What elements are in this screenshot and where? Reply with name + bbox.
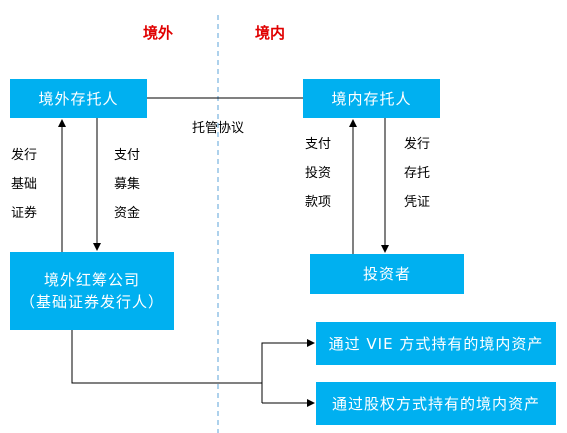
arrow-to-asset-vie [261,339,315,403]
region-label-offshore: 境外 [143,24,174,42]
custody-agreement-label: 托管协议 [192,121,245,136]
issue-receipts-line: 发行 [404,137,431,152]
pay-funds-line: 募集 [114,177,141,192]
issue-securities-line: 基础 [11,177,38,192]
red-chip-company-label: 境外红筹公司 [43,271,140,289]
pay-money-label: 支付 投资 款项 [305,130,331,217]
pay-money-line: 支付 [305,137,332,152]
red-chip-company-sublabel: （基础证券发行人） [19,293,164,311]
onshore-custodian-label: 境内存托人 [331,89,412,108]
pay-money-line: 投资 [305,166,332,181]
pay-funds-line: 支付 [114,148,141,163]
asset-vie-box: 通过 VIE 方式持有的境内资产 [316,322,556,365]
asset-equity-box: 通过股权方式持有的境内资产 [316,382,556,425]
investor-label: 投资者 [362,265,411,283]
asset-vie-label: 通过 VIE 方式持有的境内资产 [328,334,544,353]
asset-equity-label: 通过股权方式持有的境内资产 [331,394,540,413]
issue-receipts-line: 凭证 [404,195,431,210]
pay-funds-label: 支付 募集 资金 [114,141,140,228]
issue-securities-line: 证券 [11,206,38,221]
investor-box: 投资者 [310,254,464,294]
offshore-custodian-box: 境外存托人 [10,79,147,118]
pay-funds-line: 资金 [114,206,141,221]
issue-receipts-label: 发行 存托 凭证 [404,130,430,217]
issue-securities-label: 发行 基础 证券 [11,141,37,228]
issue-securities-line: 发行 [11,148,38,163]
onshore-custodian-box: 境内存托人 [303,79,440,118]
pay-money-line: 款项 [305,195,332,210]
offshore-custodian-label: 境外存托人 [38,89,119,108]
region-label-onshore: 境内 [255,24,286,42]
issue-receipts-line: 存托 [404,166,431,181]
connector-redchip-to-assets [71,330,262,384]
red-chip-company-box: 境外红筹公司 （基础证券发行人） [10,252,174,330]
